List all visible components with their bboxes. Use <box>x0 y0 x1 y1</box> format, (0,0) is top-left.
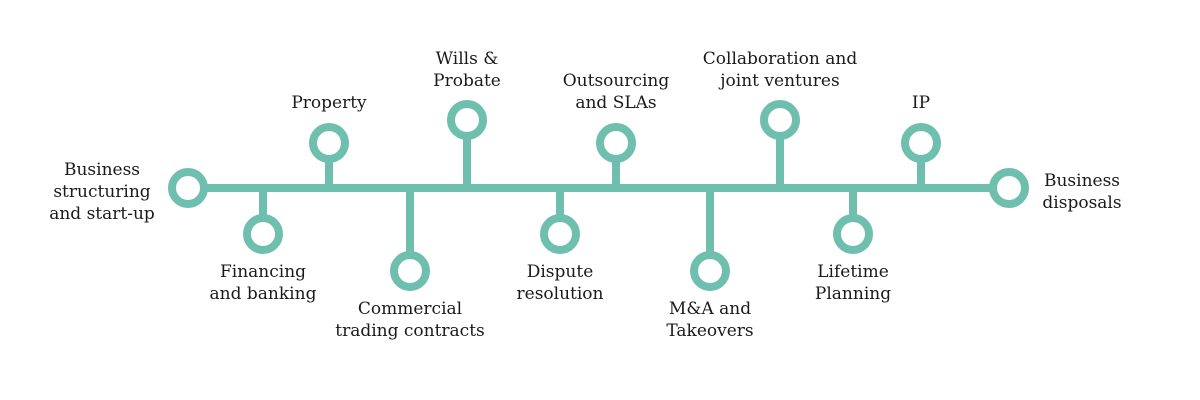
start-node-circle <box>168 168 208 208</box>
end-node-circle <box>989 168 1029 208</box>
milestone-node-commercial <box>390 251 430 291</box>
milestone-label-dispute: Dispute resolution <box>516 262 604 304</box>
milestone-node-ma <box>690 251 730 291</box>
milestone-label-financing: Financing and banking <box>209 262 317 304</box>
milestone-node-outsourcing <box>596 123 636 163</box>
end-label: Business disposals <box>1042 171 1122 213</box>
milestone-label-ma: M&A and Takeovers <box>666 299 754 341</box>
milestone-node-lifetime <box>833 214 873 254</box>
milestone-label-ip: IP <box>911 93 931 113</box>
milestone-node-property <box>309 123 349 163</box>
milestone-node-financing <box>243 214 283 254</box>
milestone-label-commercial: Commercial trading contracts <box>335 299 485 341</box>
milestone-label-collaboration: Collaboration and joint ventures <box>702 49 858 91</box>
milestone-label-outsourcing: Outsourcing and SLAs <box>562 71 670 113</box>
milestone-node-dispute <box>540 214 580 254</box>
milestone-label-property: Property <box>291 93 367 113</box>
milestone-node-collaboration <box>760 100 800 140</box>
milestone-node-ip <box>901 123 941 163</box>
milestone-label-lifetime: Lifetime Planning <box>814 262 892 304</box>
start-label: Business structuring and start-up <box>49 160 155 224</box>
milestone-group <box>243 100 941 291</box>
milestone-node-wills <box>447 100 487 140</box>
milestone-label-wills: Wills & Probate <box>433 49 501 91</box>
